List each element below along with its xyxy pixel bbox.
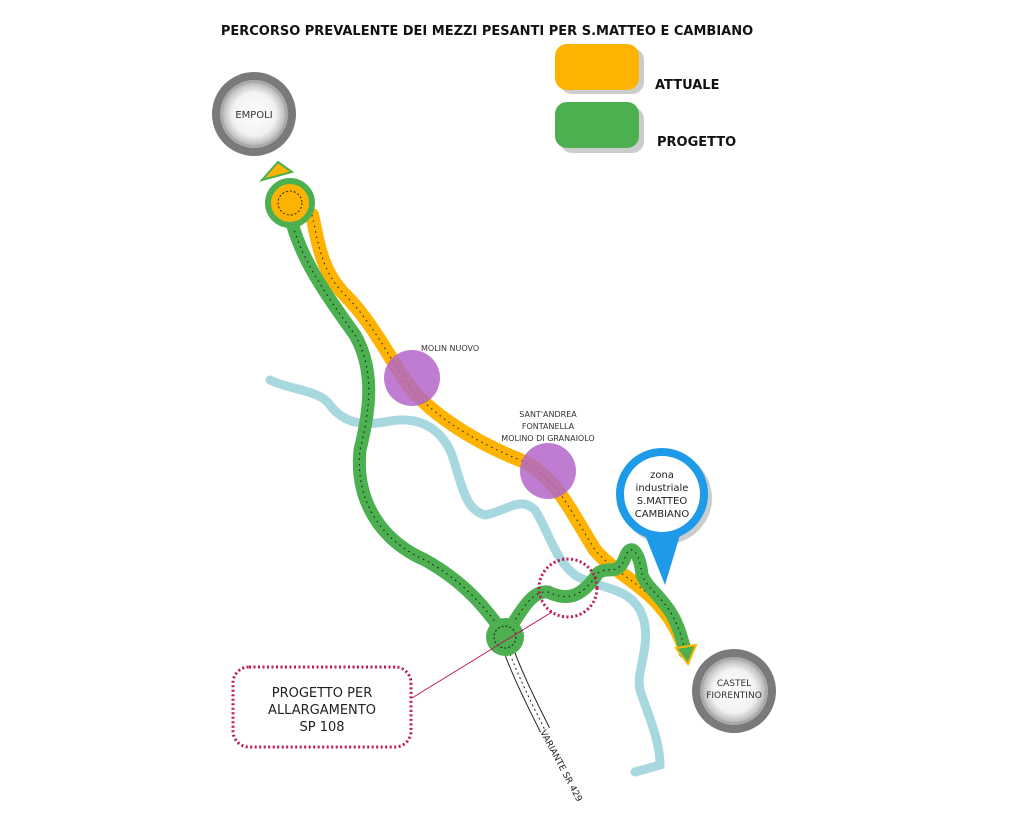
callout-box <box>231 665 413 749</box>
town-empoli-label: EMPOLI <box>235 110 272 121</box>
town-empoli: EMPOLI <box>212 72 296 156</box>
callout-line1: PROGETTO PER <box>272 686 373 701</box>
label-molin-nuovo: MOLIN NUOVO <box>421 344 479 353</box>
town-castel-label-2: FIORENTINO <box>706 691 762 701</box>
label-santandrea-3: MOLINO DI GRANAIOLO <box>501 434 594 443</box>
legend-swatch-progetto <box>555 102 639 148</box>
label-santandrea-2: FONTANELLA <box>522 422 575 431</box>
legend-label-progetto: PROGETTO <box>657 135 736 150</box>
widening-area <box>537 557 599 619</box>
village-molin-nuovo <box>384 350 440 406</box>
roundabout-sp108 <box>486 618 524 656</box>
marker-line4: CAMBIANO <box>635 509 690 520</box>
marker-line3: S.MATTEO <box>637 496 688 507</box>
legend: ATTUALE PROGETTO <box>555 44 736 153</box>
arrow-castel-icon <box>674 643 698 666</box>
callout-line3: SP 108 <box>299 720 344 735</box>
marker-line1: zona <box>650 470 674 481</box>
callout-line2: ALLARGAMENTO <box>268 703 376 718</box>
town-castelfiorentino: CASTEL FIORENTINO <box>692 649 776 733</box>
roundabout-empoli <box>265 178 315 228</box>
road-label: VARIANTE SR 429 <box>537 729 583 804</box>
map-title: PERCORSO PREVALENTE DEI MEZZI PESANTI PE… <box>221 24 753 39</box>
zona-industriale-marker: zona industriale S.MATTEO CAMBIANO <box>616 448 712 585</box>
callout-leader <box>411 611 553 699</box>
route-progetto <box>283 208 692 659</box>
label-santandrea-1: SANT'ANDREA <box>519 410 577 419</box>
legend-swatch-attuale <box>555 44 639 90</box>
marker-line2: industriale <box>636 483 689 494</box>
legend-label-attuale: ATTUALE <box>655 78 719 93</box>
village-santandrea <box>520 443 576 499</box>
town-castel-label-1: CASTEL <box>717 679 751 689</box>
arrow-empoli-icon <box>259 160 295 182</box>
